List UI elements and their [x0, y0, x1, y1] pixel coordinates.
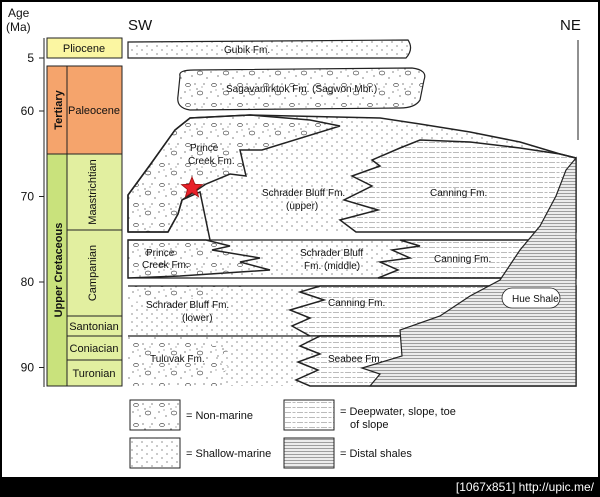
label-prince-upper-1: Prince: [190, 143, 219, 154]
label-schrader-middle-1: Schrader Bluff: [300, 248, 363, 259]
stage-campanian: [66, 229, 123, 317]
image-footer: [1067x851] http://upic.me/: [0, 479, 600, 497]
outline-upper-package: [127, 114, 577, 232]
label-schrader-upper-2: (upper): [286, 201, 318, 212]
unit-gubik: [127, 39, 412, 59]
label-schrader-lower-1: Schrader Bluff Fm.: [146, 300, 229, 311]
label-sagavanirktok: Sagavanirktok Fm. (Sagwon Mbr.): [226, 84, 377, 95]
label-schrader-lower-2: (lower): [182, 313, 213, 324]
legend-swatch-distal: [283, 437, 335, 469]
age-tick-label: 60: [21, 104, 35, 118]
sequence-boundary-upper: [128, 190, 211, 241]
label-tuluvak: Tuluvak Fm.: [150, 354, 205, 365]
legend-swatch-non-marine: [129, 399, 181, 431]
legend: = Non-marine = Shallow-marine = Deepwate…: [129, 399, 456, 469]
stage-santonian-label: Santonian: [69, 321, 119, 333]
label-schrader-upper-1: Schrader Bluff Fm.: [262, 188, 345, 199]
label-seabee: Seabee Fm.: [328, 354, 382, 365]
label-gubik: Gubik Fm.: [224, 45, 270, 56]
legend-shallow-marine: = Shallow-marine: [186, 448, 271, 460]
label-hue-shale: Hue Shale: [512, 294, 559, 305]
age-axis-unit: (Ma): [6, 20, 31, 34]
period-tertiary-label: Tertiary: [53, 89, 65, 129]
legend-swatch-shallow-marine: [129, 437, 181, 469]
legend-deepwater-1: = Deepwater, slope, toe: [340, 406, 456, 418]
ne-label: NE: [560, 17, 581, 34]
legend-distal-shales: = Distal shales: [340, 448, 412, 460]
unit-prince-creek-lower: [127, 239, 271, 279]
stage-coniacian: [66, 335, 123, 361]
age-axis-label: Age: [8, 6, 30, 20]
label-canning-upper: Canning Fm.: [430, 188, 487, 199]
stage-campanian-label: Campanian: [87, 245, 99, 301]
label-prince-upper-2: Creek Fm.: [188, 156, 235, 167]
age-tick-label: 80: [21, 275, 35, 289]
label-schrader-middle-2: Fm. (middle): [304, 261, 360, 272]
stage-maastrichtian-label: Maastrichtian: [87, 159, 99, 224]
stage-paleocene: [66, 65, 123, 155]
unit-nonmarine-basal: [128, 336, 232, 386]
stage-coniacian-label: Coniacian: [70, 343, 119, 355]
period-upper-cretaceous-label: Upper Cretaceous: [53, 223, 65, 318]
age-tick-label: 90: [21, 361, 35, 375]
unit-sagavanirktok: [177, 67, 426, 111]
unit-nonmarine-lower-sliver: [128, 286, 250, 302]
age-axis: Age (Ma) 5 60 70 80 90: [6, 6, 45, 387]
stage-maastrichtian: [66, 153, 123, 231]
stage-paleocene-label: Paleocene: [68, 105, 120, 117]
unit-hue-shale: [360, 156, 577, 387]
chrono-column: Pliocene Tertiary Paleocene Upper Cretac…: [46, 37, 123, 387]
age-tick-label: 5: [27, 51, 34, 65]
legend-swatch-deepwater: [283, 399, 335, 431]
stage-turonian: [66, 359, 123, 387]
label-canning-lower: Canning Fm.: [328, 298, 385, 309]
footer-label: [1067x851] http://upic.me/: [455, 480, 594, 494]
unit-canning-upper: [338, 139, 577, 233]
age-tick-label: 70: [21, 190, 35, 204]
label-canning-middle: Canning Fm.: [434, 254, 491, 265]
sw-label: SW: [128, 17, 153, 34]
age-ticks: 5 60 70 80 90: [21, 51, 44, 375]
label-prince-lower-2: Creek Fm.: [142, 260, 189, 271]
hue-shale-label-box: [501, 287, 561, 309]
locality-star-icon: [180, 175, 204, 198]
legend-non-marine: = Non-marine: [186, 410, 253, 422]
label-prince-lower-1: Prince: [146, 248, 175, 259]
stage-pliocene-label: Pliocene: [63, 43, 105, 55]
stage-turonian-label: Turonian: [72, 368, 115, 380]
legend-deepwater-2: of slope: [350, 419, 389, 431]
stage-pliocene: [46, 37, 123, 59]
